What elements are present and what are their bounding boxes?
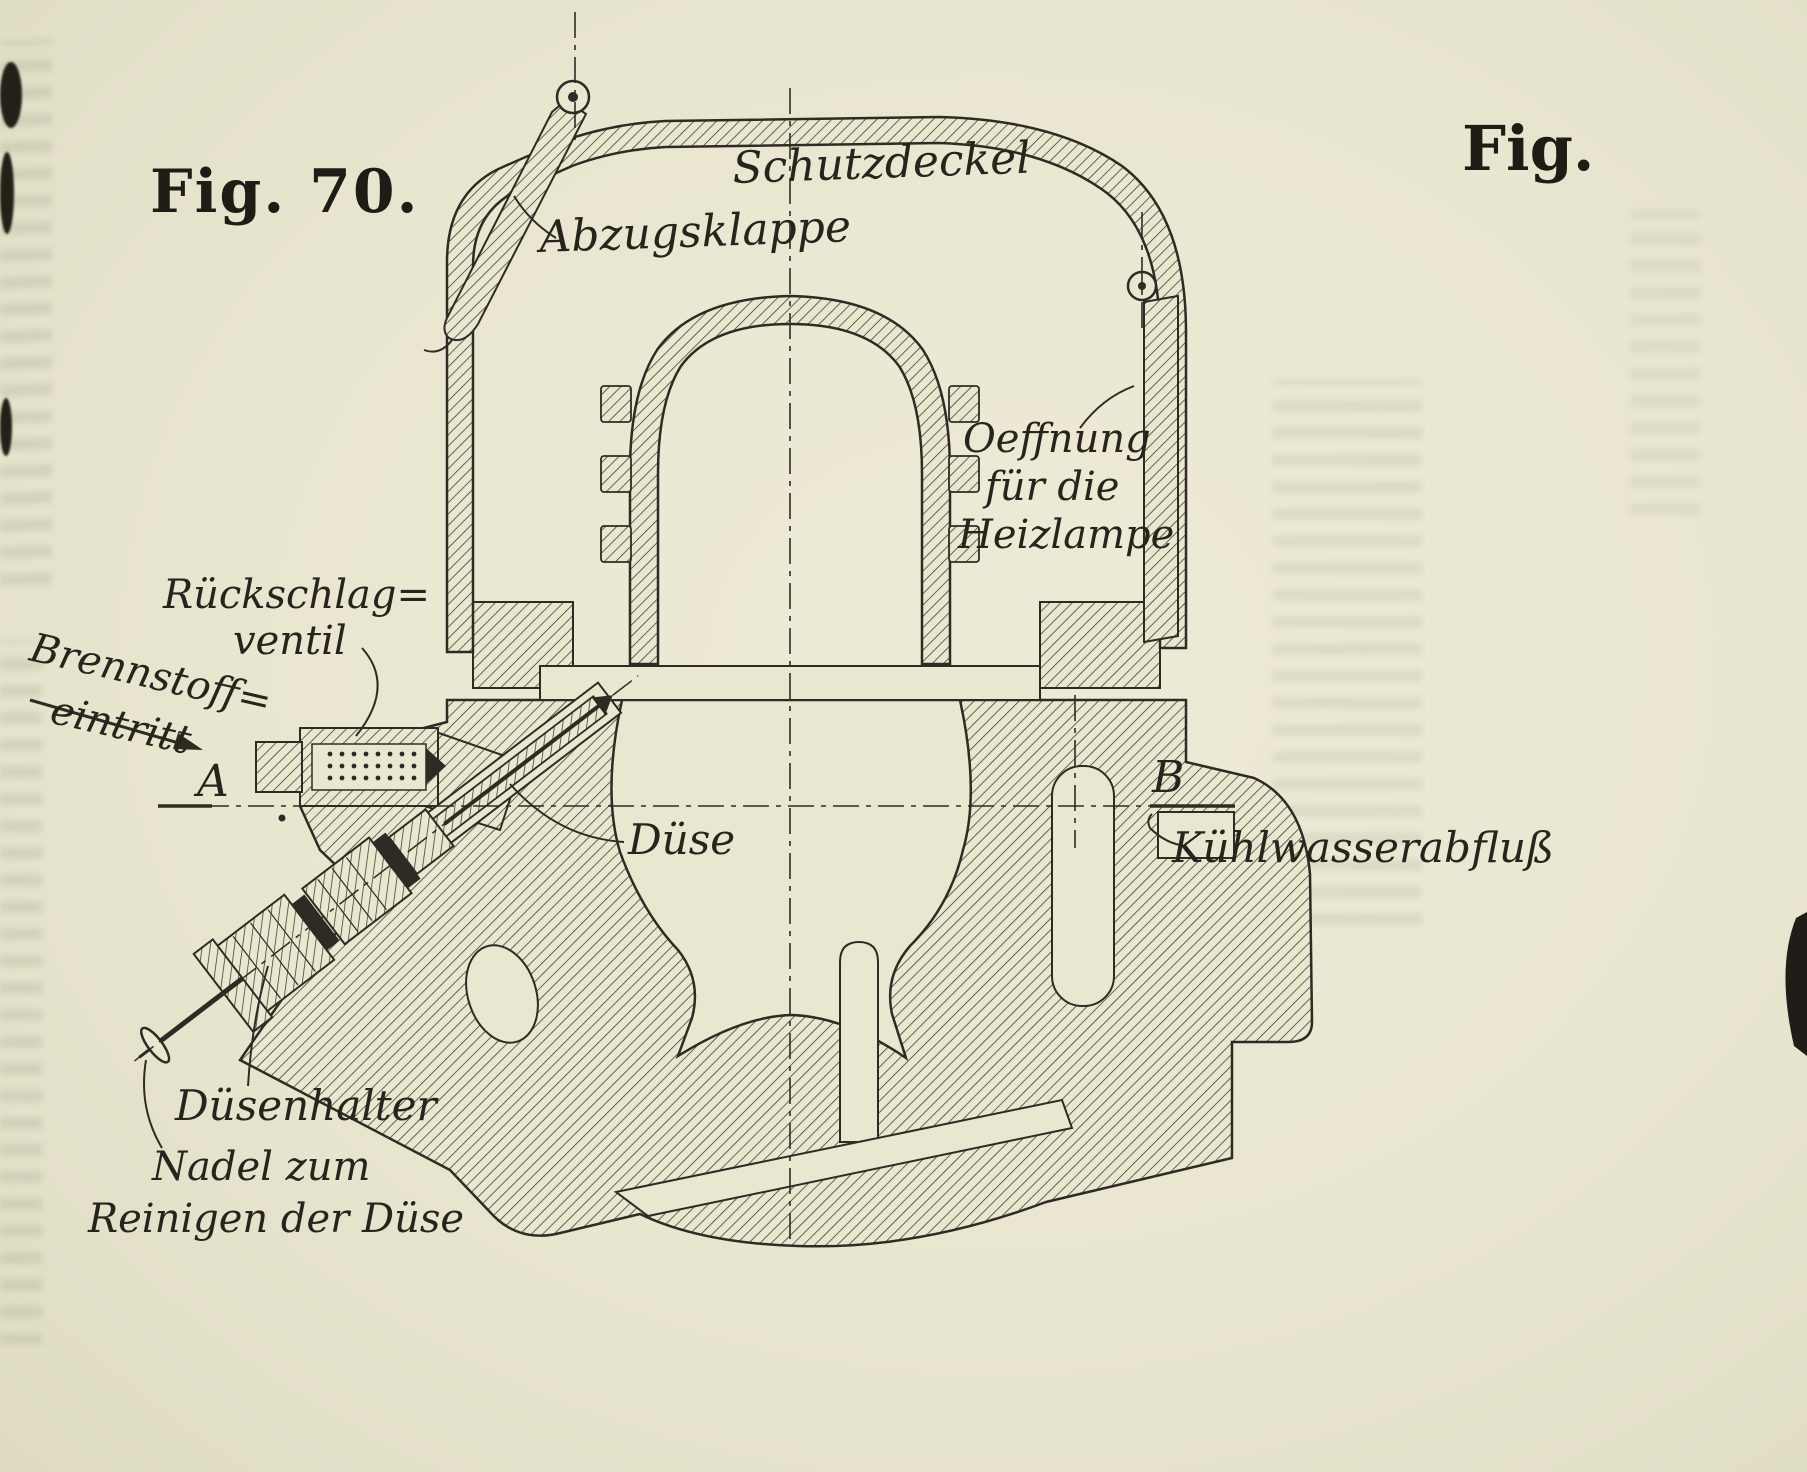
flap-hinge xyxy=(555,79,591,115)
label-oeffnung-line3: Heizlampe xyxy=(957,512,1174,558)
figure-caption: Fig. 70. xyxy=(150,157,420,227)
edge-ink-mark xyxy=(0,398,12,456)
base-flanges xyxy=(472,601,1161,701)
heating-lamp-door xyxy=(1143,294,1179,644)
edge-ink-mark xyxy=(0,152,14,234)
left-cavity xyxy=(465,944,539,1044)
hot-bulb-dome xyxy=(600,294,980,666)
label-duese: Düse xyxy=(627,815,735,864)
vent-flap xyxy=(443,98,588,342)
cooling-water-outlet xyxy=(1157,811,1235,859)
centre-lines xyxy=(158,12,1235,1246)
label-abzugsklappe: Abzugsklappe xyxy=(535,201,852,263)
label-oeffnung-line1: Oeffnung xyxy=(963,416,1151,462)
label-rueckschlag-line2: ventil xyxy=(233,618,347,664)
injector-assembly xyxy=(134,675,639,1064)
label-oeffnung-line2: für die xyxy=(982,464,1119,510)
label-nadel-line2: Reinigen der Düse xyxy=(87,1196,464,1242)
ink-speck xyxy=(278,814,286,822)
label-schutzdeckel: Schutzdeckel xyxy=(732,133,1032,194)
protective-cover xyxy=(423,79,1188,654)
label-duesenhalter: Düsenhalter xyxy=(174,1081,439,1130)
valve-spring-dots xyxy=(327,751,417,781)
label-nadel-line1: Nadel zum xyxy=(151,1144,370,1190)
bottom-plate xyxy=(613,1098,1074,1218)
fuel-inlet-arrow xyxy=(29,698,203,750)
leader-lines xyxy=(143,195,1187,1149)
label-kuehlwasser: Kühlwasserabfluß xyxy=(1171,823,1554,872)
check-valve xyxy=(255,727,524,832)
cylinder-head-body xyxy=(238,698,1314,1248)
cooling-water-cavity xyxy=(1051,765,1115,1007)
figure-caption-right-partial: Fig. xyxy=(1462,112,1595,185)
centre-passage xyxy=(839,940,879,1143)
label-point-b: B xyxy=(1151,752,1184,803)
label-rueckschlag-line1: Rückschlag= xyxy=(162,572,430,618)
label-point-a: A xyxy=(193,756,229,807)
edge-ink-mark xyxy=(0,62,22,128)
needle-handle xyxy=(139,1026,171,1064)
adjacent-figure-fragment xyxy=(1785,912,1807,1056)
combustion-chamber-cavity xyxy=(610,698,973,1062)
